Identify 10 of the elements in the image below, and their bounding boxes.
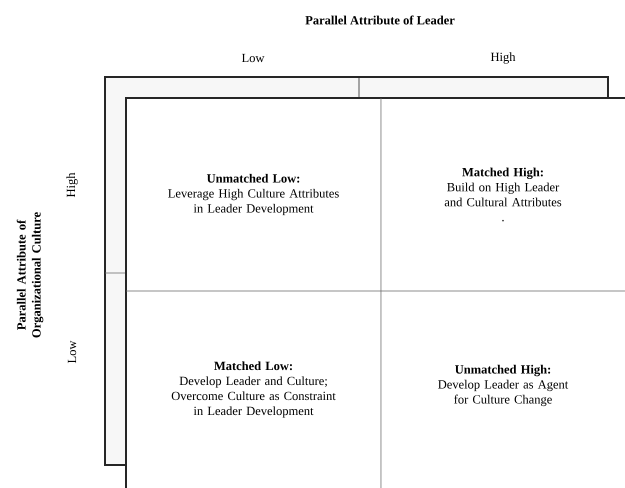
quadrant-cell: Matched Low: Develop Leader and Culture; Overcome Culture as Constraint in Leader Development	[172, 361, 336, 418]
quadrant-cell: Unmatched High: Develop Leader as Agent for Culture Change	[438, 364, 568, 406]
axis-label: Low	[242, 54, 264, 62]
axis-label: Low	[68, 340, 76, 364]
axis-title: Parallel Attribute of Organizational Culture	[16, 212, 44, 338]
axis-label: High	[66, 172, 78, 198]
quadrant-cell: Matched High: Build on High Leader and Cultural Attributes .	[444, 168, 562, 222]
axis-label: High	[490, 52, 516, 64]
quadrant-cell: Unmatched Low: Leverage High Culture Attributes in Leader Development	[168, 174, 339, 216]
axis-title: Parallel Attribute of Leader	[305, 16, 455, 24]
